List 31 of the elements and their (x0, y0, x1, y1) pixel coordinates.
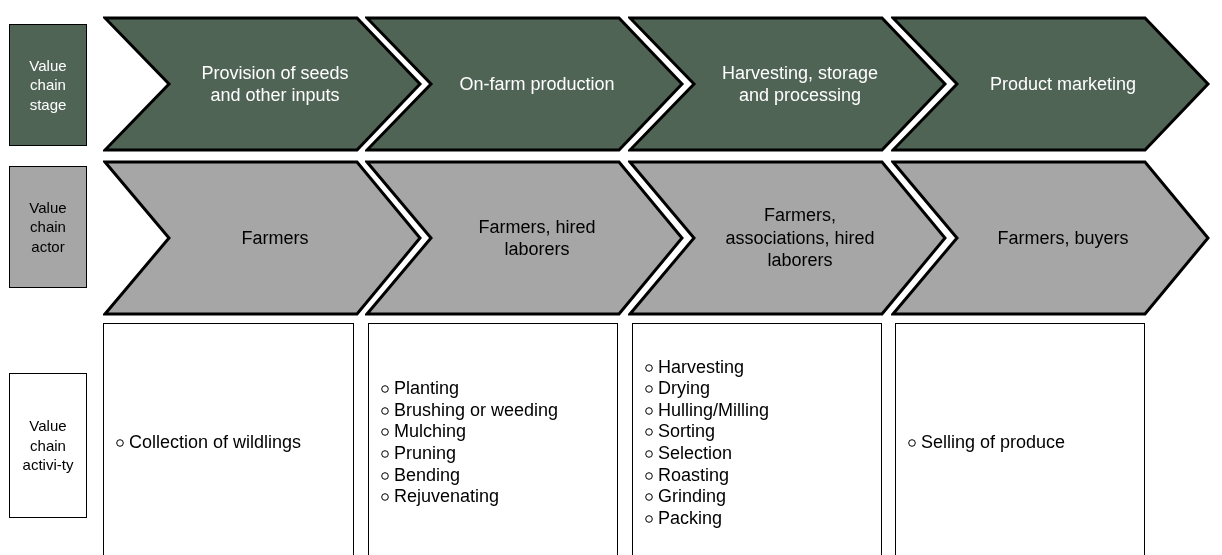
activity-item: Packing (658, 507, 723, 530)
actor-label: Farmers, hired laborers (477, 215, 597, 261)
activity-item: Collection of wildlings (129, 432, 302, 454)
actor-label: Farmers, associations, hired laborers (724, 204, 876, 272)
activity-box (368, 323, 618, 555)
activity-item: Planting (394, 378, 460, 400)
actor-label: Farmers (241, 226, 309, 250)
activity-item: Selection (658, 443, 733, 465)
row-header: Value chain actor (9, 166, 87, 288)
activity-item: Grinding (658, 486, 727, 508)
activity-box (632, 323, 882, 555)
activity-box (895, 323, 1145, 555)
activity-item: Pruning (394, 443, 457, 465)
activity-item: Selling of produce (921, 432, 1066, 454)
activity-item: Drying (658, 378, 710, 400)
activity-item: Rejuvenating (394, 486, 500, 508)
row-header: Value chain activi-ty (9, 373, 87, 518)
activity-item: Hulling/Milling (658, 399, 770, 422)
activity-item: Sorting (658, 421, 716, 443)
activity-box (103, 323, 354, 555)
stage-label: On-farm production (459, 72, 615, 96)
stage-label: Harvesting, storage and processing (720, 61, 880, 107)
activity-item: Bending (394, 464, 461, 487)
activity-item: Roasting (658, 464, 730, 487)
stage-label: Provision of seeds and other inputs (200, 61, 350, 107)
actor-label: Farmers, buyers (997, 226, 1129, 250)
activity-item: Brushing or weeding (394, 399, 559, 422)
activity-item: Mulching (394, 421, 467, 443)
stage-label: Product marketing (989, 72, 1137, 96)
row-header: Value chain stage (9, 24, 87, 146)
activity-item: Harvesting (658, 356, 745, 379)
